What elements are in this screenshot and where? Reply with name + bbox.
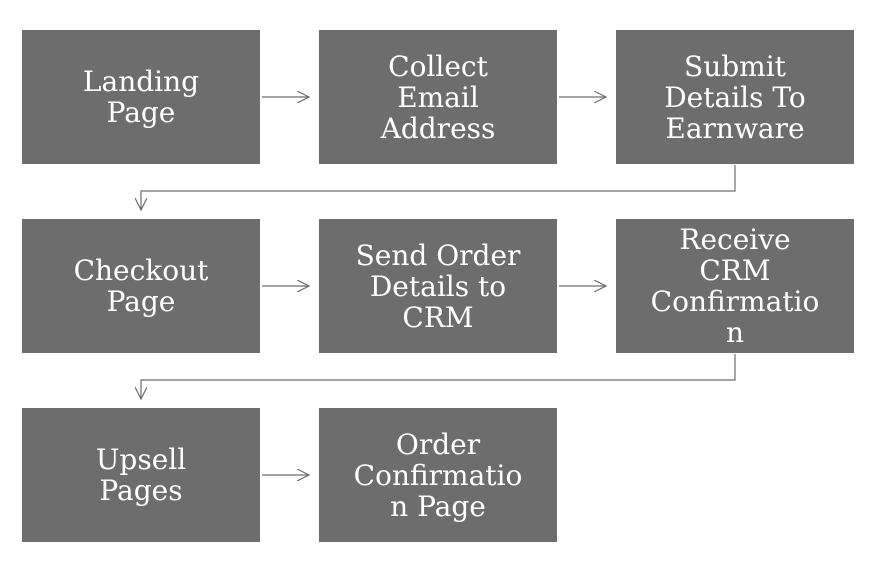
edge-submit-to-checkout [141,165,736,210]
node-order-confirmation: Order Confirmatio n Page [319,408,557,542]
node-checkout-page: Checkout Page [22,219,260,353]
node-upsell-pages: Upsell Pages [22,408,260,542]
node-label: Submit Details To Earnware [664,49,806,145]
node-submit-details: Submit Details To Earnware [616,30,854,164]
node-label: Upsell Pages [95,443,187,507]
node-landing-page: Landing Page [22,30,260,164]
node-receive-crm: Receive CRM Confirmatio n [616,219,854,353]
node-collect-email: Collect Email Address [319,30,557,164]
node-send-order: Send Order Details to CRM [319,219,557,353]
node-label: Landing Page [82,65,200,129]
node-label: Order Confirmatio n Page [353,427,523,523]
node-label: Checkout Page [73,254,209,318]
node-label: Collect Email Address [380,49,496,145]
edge-receive-to-upsell [141,354,736,399]
node-label: Send Order Details to CRM [355,238,521,334]
node-label: Receive CRM Confirmatio n [650,223,820,349]
